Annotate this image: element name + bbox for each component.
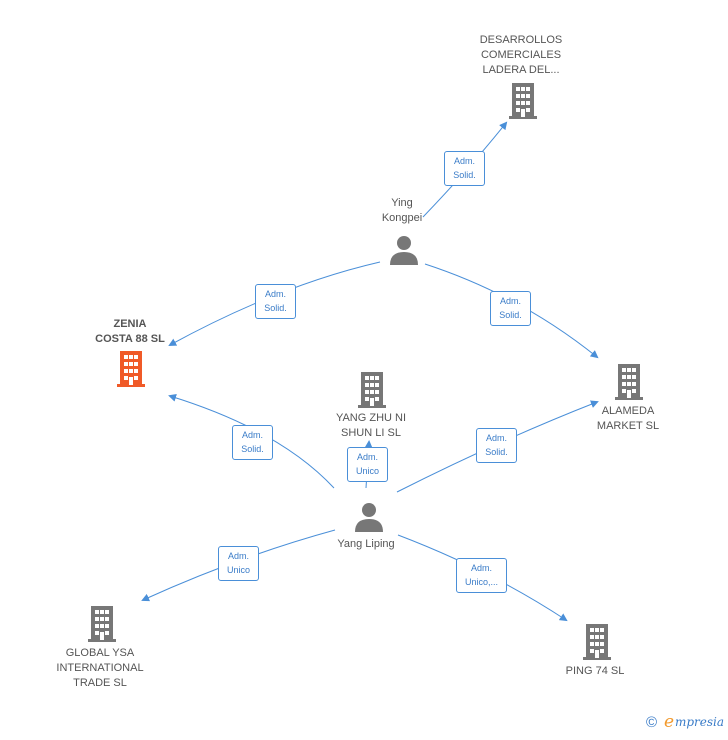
edge-label-liping-ping74[interactable]: Adm. Unico,...: [456, 558, 507, 593]
edge-label-liping-zenia[interactable]: Adm. Solid.: [232, 425, 273, 460]
edge-label-liping-yangzhu[interactable]: Adm. Unico: [347, 447, 388, 482]
node-label-alameda: ALAMEDA MARKET SL: [596, 405, 660, 432]
node-label-globalysa: GLOBAL YSA INTERNATIONAL TRADE SL: [56, 647, 144, 689]
building-icon[interactable]: [581, 624, 613, 660]
edge-label-liping-globalysa[interactable]: Adm. Unico: [218, 546, 259, 581]
edge-label-ying-desarrollos[interactable]: Adm. Solid.: [444, 151, 485, 186]
person-icon[interactable]: [389, 235, 419, 265]
node-label-yangzhu: YANG ZHU NI SHUN LI SL: [335, 412, 407, 439]
edge-label-ying-zenia[interactable]: Adm. Solid.: [255, 284, 296, 319]
edge-label-liping-alameda[interactable]: Adm. Solid.: [476, 428, 517, 463]
building-icon[interactable]: [613, 364, 645, 400]
node-label-ying: Ying Kongpei: [381, 197, 423, 224]
building-icon[interactable]: [86, 606, 118, 642]
edge-label-ying-alameda[interactable]: Adm. Solid.: [490, 291, 531, 326]
node-label-yangliping: Yang Liping: [337, 538, 395, 550]
building-icon[interactable]: [115, 351, 147, 387]
person-icon[interactable]: [354, 502, 384, 532]
node-label-zenia: ZENIA COSTA 88 SL: [95, 318, 165, 345]
node-label-desarrollos: DESARROLLOS COMERCIALES LADERA DEL...: [479, 34, 563, 76]
building-icon[interactable]: [507, 83, 539, 119]
building-icon[interactable]: [356, 372, 388, 408]
brand-logo-text: mpresia: [675, 715, 725, 729]
node-label-ping74: PING 74 SL: [565, 665, 625, 677]
footer-brand: © e mpresia: [638, 712, 728, 734]
copyright-icon: ©: [646, 714, 658, 731]
brand-logo-e: e: [664, 712, 675, 732]
